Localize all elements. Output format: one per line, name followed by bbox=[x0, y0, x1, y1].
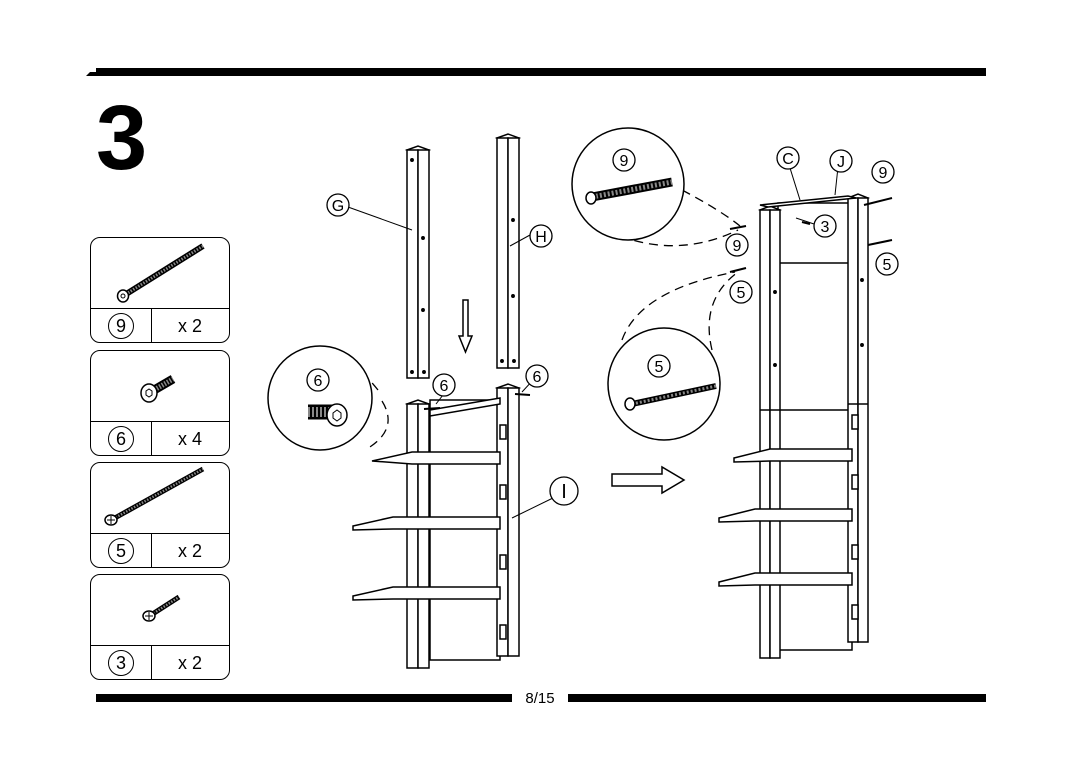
callout-3: 3 bbox=[821, 219, 830, 236]
long-hex-bolt-icon bbox=[116, 243, 205, 303]
hardware-card-5: 5 x 2 bbox=[90, 462, 230, 568]
label-part-c: C bbox=[782, 151, 794, 168]
down-arrow-icon bbox=[457, 299, 474, 354]
hardware-id-badge: 3 bbox=[108, 650, 134, 676]
hardware-card-3: 3 x 2 bbox=[90, 574, 230, 680]
zoom-detail-6 bbox=[267, 345, 373, 451]
callout-5-right: 5 bbox=[883, 257, 892, 274]
long-wood-screw-icon bbox=[104, 466, 205, 526]
short-wood-screw-icon bbox=[142, 594, 181, 622]
hardware-card-6: 6 x 4 bbox=[90, 350, 230, 456]
post-h bbox=[494, 133, 522, 369]
hardware-qty: x 2 bbox=[177, 541, 202, 561]
hardware-card-9: 9 x 2 bbox=[90, 237, 230, 343]
label-part-g: G bbox=[332, 198, 344, 215]
callout-6-right: 6 bbox=[533, 369, 542, 386]
short-hex-bolt-icon bbox=[140, 375, 176, 403]
top-rule bbox=[96, 68, 986, 76]
zoom-label-9: 9 bbox=[620, 153, 629, 170]
hardware-id-badge: 9 bbox=[108, 313, 134, 339]
callout-9-mid: 9 bbox=[733, 238, 742, 255]
hardware-qty: x 2 bbox=[177, 316, 202, 336]
callout-5-mid: 5 bbox=[737, 285, 746, 302]
step-number: 3 bbox=[96, 87, 147, 189]
callout-6-left: 6 bbox=[440, 378, 449, 395]
zoom-label-6: 6 bbox=[314, 373, 323, 390]
label-part-j: J bbox=[837, 154, 845, 171]
hardware-id-badge: 5 bbox=[108, 538, 134, 564]
right-arrow-icon bbox=[611, 465, 686, 495]
assembled-unit bbox=[718, 193, 871, 659]
hardware-id-badge: 6 bbox=[108, 426, 134, 452]
shelf-unit-i bbox=[352, 383, 522, 669]
hardware-qty: x 2 bbox=[177, 653, 202, 673]
callout-9-top: 9 bbox=[879, 165, 888, 182]
hardware-qty: x 4 bbox=[177, 429, 202, 449]
zoom-detail-5 bbox=[607, 327, 721, 441]
zoom-label-5: 5 bbox=[655, 359, 664, 376]
label-part-i: I bbox=[561, 481, 567, 503]
zoom-detail-9 bbox=[571, 127, 685, 241]
page-number: 8/15 bbox=[512, 690, 568, 708]
post-g bbox=[404, 145, 432, 379]
label-part-h: H bbox=[535, 229, 547, 246]
